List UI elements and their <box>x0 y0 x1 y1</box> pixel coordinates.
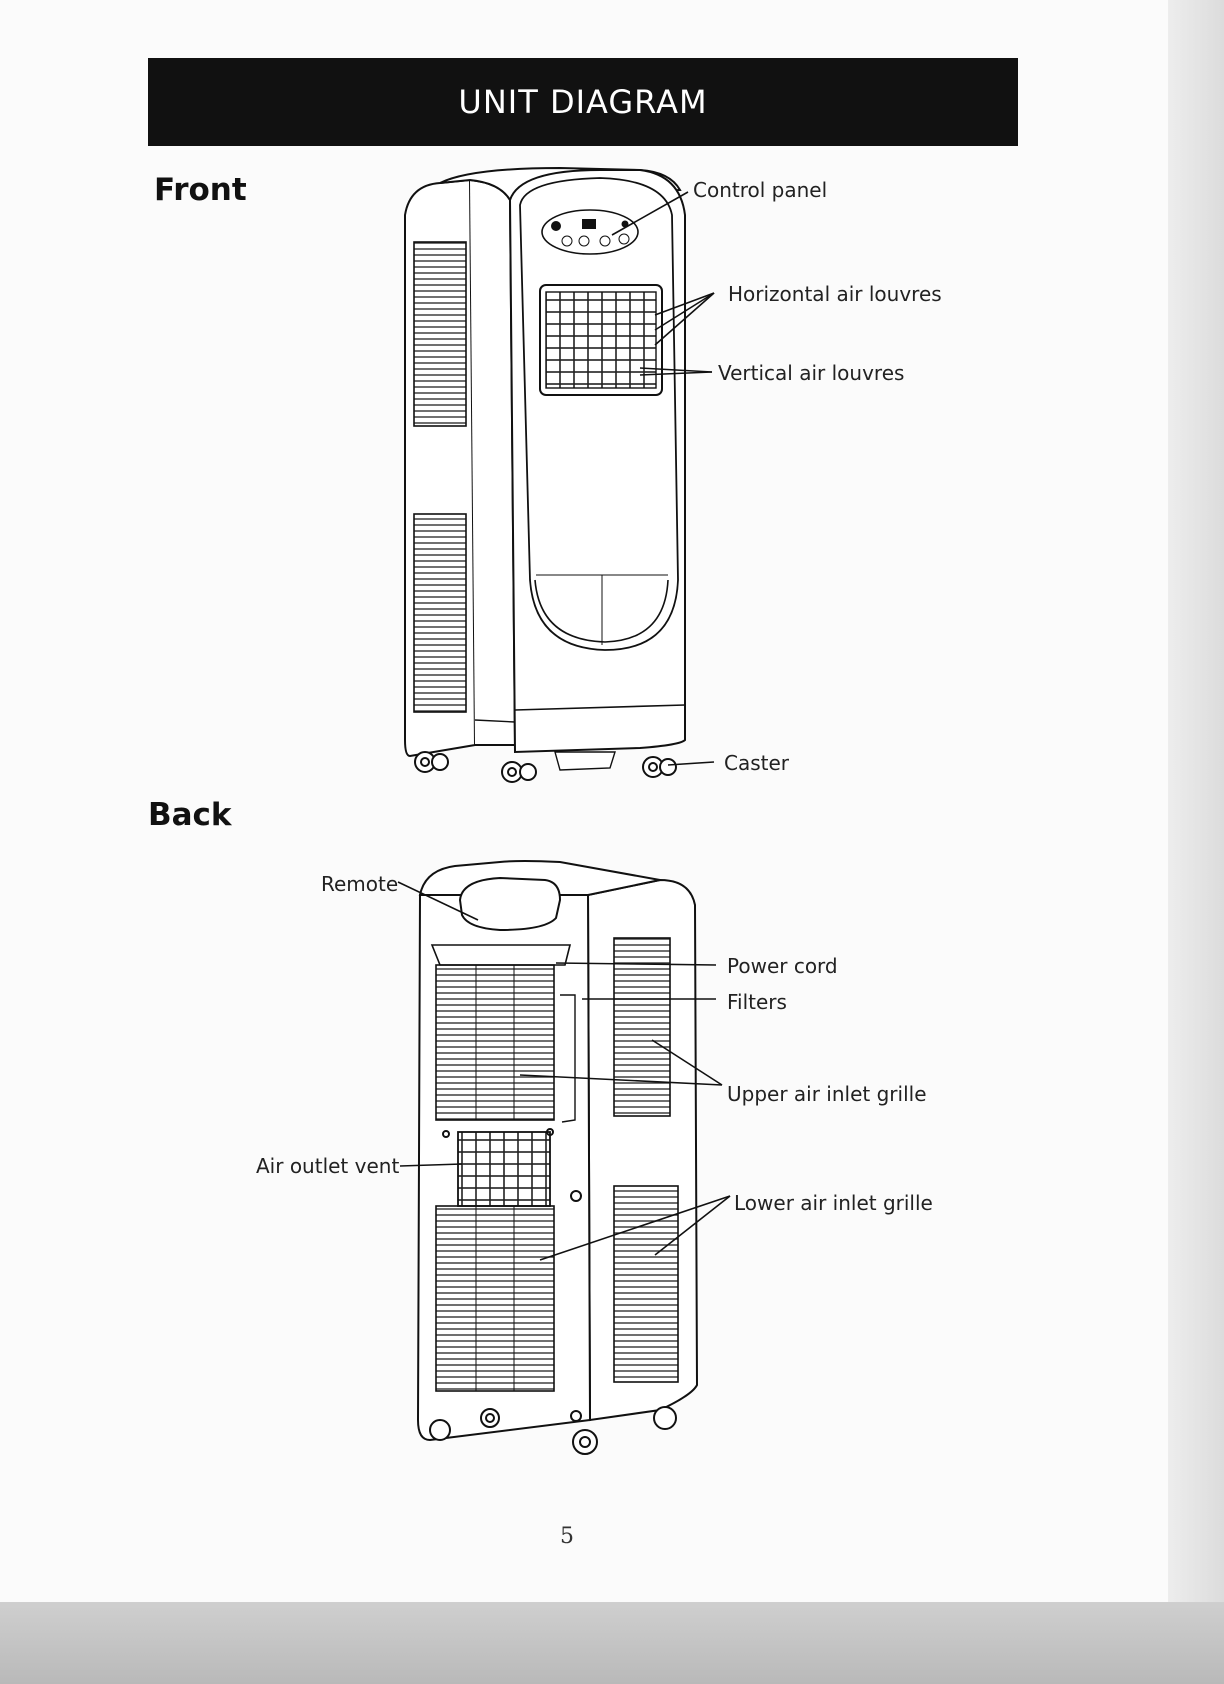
label-lower-air-inlet-grille: Lower air inlet grille <box>734 1191 933 1215</box>
label-filters: Filters <box>727 990 787 1014</box>
back-unit-drawing <box>418 861 697 1454</box>
label-control-panel: Control panel <box>693 178 827 202</box>
label-horizontal-air-louvres: Horizontal air louvres <box>728 282 942 306</box>
label-upper-air-inlet-grille: Upper air inlet grille <box>727 1082 927 1106</box>
label-air-outlet-vent: Air outlet vent <box>256 1154 399 1178</box>
label-power-cord: Power cord <box>727 954 838 978</box>
label-remote: Remote <box>321 872 398 896</box>
label-caster: Caster <box>724 751 789 775</box>
label-vertical-air-louvres: Vertical air louvres <box>718 361 904 385</box>
page-number: 5 <box>560 1524 574 1549</box>
front-unit-drawing <box>405 168 685 782</box>
